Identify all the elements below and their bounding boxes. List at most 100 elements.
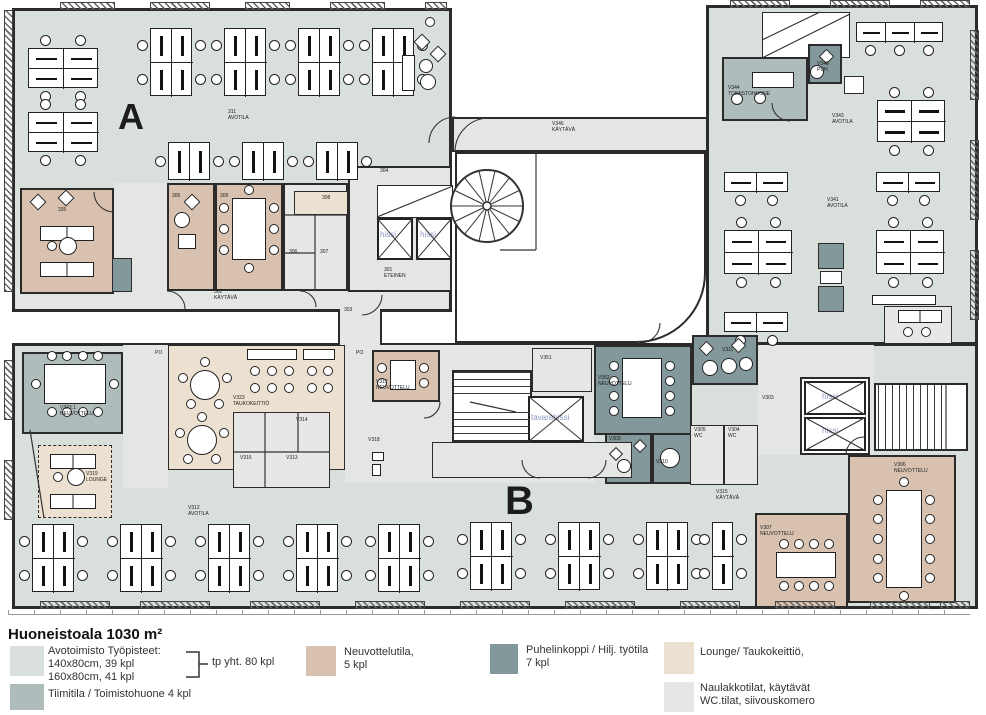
desk-cluster	[168, 142, 210, 181]
room-label: 302 KÄYTÄVÄ	[214, 289, 238, 301]
furniture-rect	[872, 295, 936, 305]
chair-icon	[62, 351, 73, 361]
chair-icon	[823, 581, 834, 591]
chair-icon	[267, 383, 277, 393]
furniture-rect	[247, 349, 297, 360]
v318-nook	[366, 432, 398, 468]
round-table	[754, 92, 766, 104]
chair-icon	[75, 154, 86, 166]
furniture-rect	[402, 55, 415, 91]
legend-label-team-room: Tiimitila / Toimistohuone 4 kpl	[48, 688, 192, 700]
desk-cluster	[120, 524, 163, 593]
chair-icon	[609, 405, 619, 416]
chair-icon	[213, 398, 224, 409]
room-label: V315 KÄYTÄVÄ	[716, 489, 740, 501]
chair-icon	[422, 535, 434, 547]
chair-icon	[76, 569, 88, 581]
legend-label-phone-booth: Puhelinkoppi / Hilj. työtila 7 kpl	[526, 644, 649, 669]
chair-icon	[665, 390, 675, 401]
legend-label-lounge: Lounge/ Taukokeittiö,	[700, 646, 804, 658]
furniture-rect	[372, 452, 384, 461]
chair-icon	[302, 155, 314, 167]
window-hatch	[40, 601, 110, 609]
chair-icon	[286, 155, 298, 167]
desk-cluster	[28, 48, 99, 89]
chair-icon	[903, 327, 913, 337]
window-hatch	[775, 601, 835, 609]
chair-icon	[873, 514, 883, 525]
furniture-rect	[178, 234, 196, 249]
desk-cluster	[877, 100, 946, 143]
room-label: V346 KÄYTÄVÄ	[552, 121, 576, 133]
chair-icon	[106, 535, 118, 547]
chair-icon	[252, 569, 264, 581]
meeting-table	[622, 358, 662, 418]
round-table	[420, 74, 436, 90]
chair-icon	[894, 44, 905, 56]
window-hatch	[150, 2, 210, 10]
chair-icon	[425, 17, 435, 27]
chair-icon	[873, 534, 883, 544]
window-hatch	[830, 0, 890, 8]
chair-icon	[602, 533, 614, 545]
sofa	[898, 310, 942, 323]
chair-icon	[47, 241, 57, 251]
chair-icon	[544, 533, 556, 545]
chair-icon	[284, 366, 294, 376]
corridor-v346	[452, 117, 710, 152]
section-letter: B	[505, 479, 534, 523]
chair-icon	[340, 569, 352, 581]
chair-icon	[267, 366, 277, 376]
dimension-ticks	[8, 610, 970, 615]
chair-icon	[823, 539, 834, 549]
chair-icon	[178, 372, 189, 383]
corridor-b-left	[123, 345, 168, 488]
chair-icon	[899, 591, 909, 601]
chair-icon	[609, 360, 619, 371]
chair-icon	[244, 185, 254, 195]
chair-icon	[456, 533, 468, 545]
round-table	[187, 425, 217, 455]
room-label: tavarahissi	[531, 413, 570, 422]
chair-icon	[602, 567, 614, 579]
wc-v304	[724, 425, 758, 485]
chair-icon	[793, 581, 804, 591]
window-hatch	[565, 601, 635, 609]
room-308	[294, 191, 348, 215]
chair-icon	[186, 398, 197, 409]
booth-r2	[818, 286, 844, 312]
chair-icon	[888, 144, 900, 156]
room-label: V344 TOIMISTOHUONE	[728, 85, 771, 97]
window-hatch	[330, 2, 385, 10]
window-hatch	[940, 601, 970, 609]
window-hatch	[460, 601, 530, 609]
legend-bracket-icon	[186, 651, 208, 678]
room-label: V345 PUH.	[817, 61, 829, 73]
round-table	[617, 459, 631, 473]
chair-icon	[358, 39, 370, 51]
chair-icon	[219, 203, 229, 214]
desk-cluster	[724, 312, 788, 333]
window-hatch	[425, 2, 447, 10]
chair-icon	[665, 360, 675, 371]
chair-icon	[544, 567, 556, 579]
room-v351	[532, 348, 592, 392]
vestibule-b	[432, 442, 632, 478]
chair-icon	[268, 39, 280, 51]
chair-icon	[46, 407, 57, 417]
room-label: hissi	[822, 392, 839, 401]
chair-icon	[221, 372, 232, 383]
chair-icon	[136, 39, 148, 51]
chair-icon	[40, 154, 51, 166]
chair-icon	[269, 244, 279, 255]
room-label: V310	[656, 459, 668, 465]
chair-icon	[252, 535, 264, 547]
desk-cluster	[28, 112, 99, 153]
room-label: V307 NEUVOTTELU	[760, 525, 794, 537]
chair-icon	[77, 351, 88, 361]
room-label: V312 AVOTILA	[188, 505, 209, 517]
chair-icon	[109, 379, 119, 389]
meeting-table	[44, 364, 106, 404]
chair-icon	[31, 379, 41, 389]
room-label: 309	[220, 193, 229, 199]
